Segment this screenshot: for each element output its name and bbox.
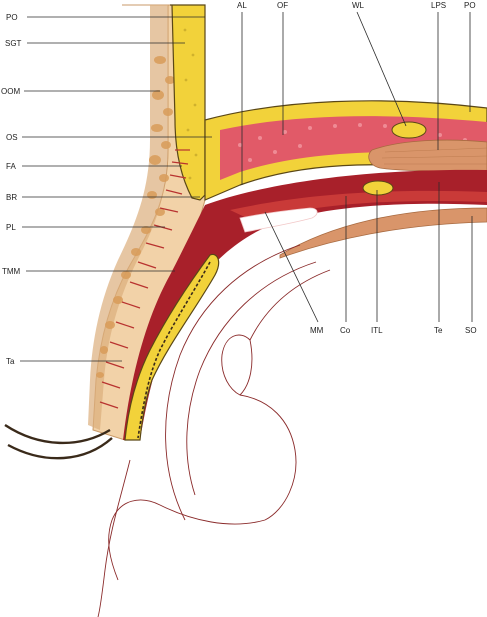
label-itl: ITL (371, 326, 383, 335)
orbital-fat-speckles (238, 123, 467, 162)
tendon-band (279, 207, 487, 259)
label-mm: MM (310, 326, 324, 335)
label-al: AL (237, 1, 247, 10)
label-co: Co (340, 326, 351, 335)
levator-striations (381, 147, 487, 165)
label-oom: OOM (1, 87, 20, 96)
eyelash-1 (4, 423, 111, 445)
gland-comb (99, 149, 190, 409)
whitnall-ligament (391, 121, 427, 139)
globe-outline (97, 244, 331, 617)
label-os: OS (6, 133, 18, 142)
label-lps: LPS (431, 1, 446, 10)
eyelid-illustration (4, 4, 487, 617)
eyelash-2 (7, 437, 113, 460)
tarsal-plate (124, 253, 220, 441)
tarsal-red-band (230, 190, 487, 222)
septum-strip (170, 4, 206, 201)
septum-speckles (183, 28, 198, 180)
label-ta: Ta (6, 357, 15, 366)
label-sgt: SGT (5, 39, 22, 48)
label-te: Te (434, 326, 443, 335)
label-tmm: TMM (2, 267, 21, 276)
label-br: BR (6, 193, 17, 202)
label-po-top: PO (6, 13, 18, 22)
fat-lobules (96, 56, 175, 378)
leader-lines (20, 11, 473, 362)
inferior-transverse-ligament (362, 180, 394, 196)
labels: PO SGT OOM OS FA BR PL TMM Ta AL OF WL L… (1, 1, 477, 366)
muller-muscle-band (123, 169, 487, 440)
fibrous-streak (239, 207, 318, 233)
label-wl: WL (352, 1, 365, 10)
label-fa: FA (6, 162, 16, 171)
meibomian-gland (137, 261, 211, 439)
label-of: OF (277, 1, 288, 10)
label-pl: PL (6, 223, 16, 232)
label-po-right: PO (464, 1, 476, 10)
label-so: SO (465, 326, 477, 335)
